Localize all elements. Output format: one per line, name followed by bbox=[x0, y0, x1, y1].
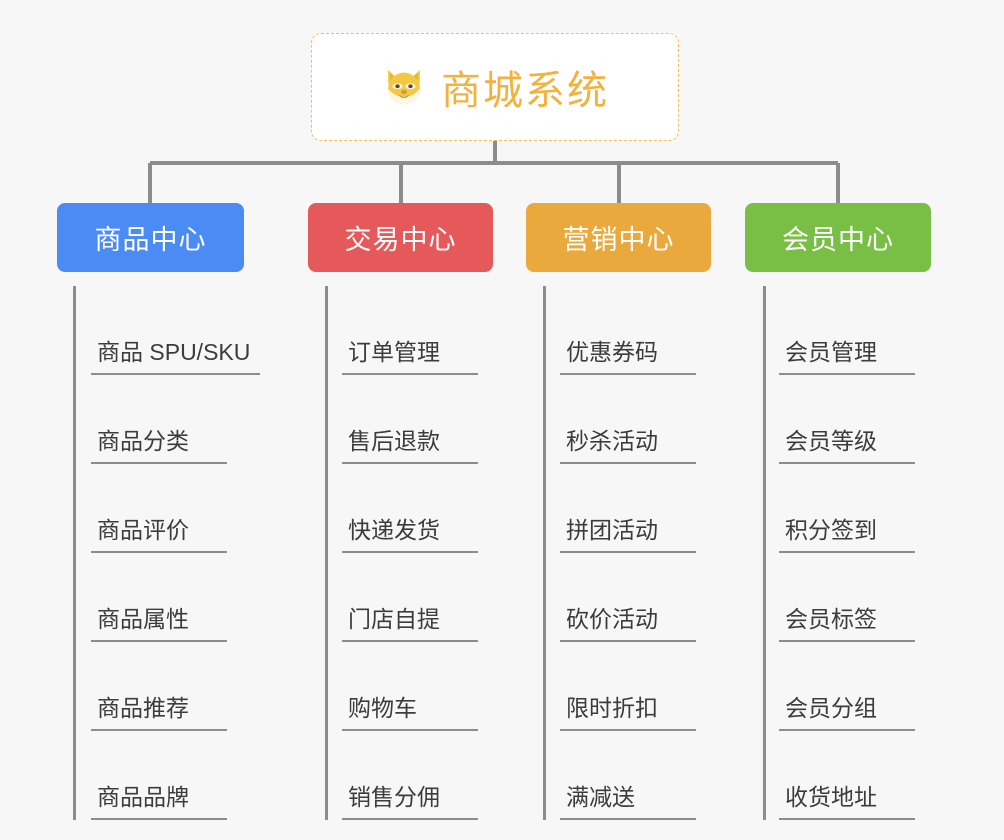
branch-header-label: 会员中心 bbox=[782, 225, 894, 255]
leaf-label: 秒杀活动 bbox=[560, 422, 696, 464]
leaf-item[interactable]: 优惠券码 bbox=[526, 286, 711, 375]
leaf-item[interactable]: 拼团活动 bbox=[526, 464, 711, 553]
leaf-label: 销售分佣 bbox=[342, 778, 478, 820]
leaf-label: 商品属性 bbox=[91, 600, 227, 642]
leaf-item[interactable]: 砍价活动 bbox=[526, 553, 711, 642]
root-title: 商城系统 bbox=[441, 69, 609, 113]
leaf-label: 商品品牌 bbox=[91, 778, 227, 820]
leaf-label: 购物车 bbox=[342, 689, 478, 731]
leaf-item[interactable]: 积分签到 bbox=[745, 464, 931, 553]
leaf-label: 会员等级 bbox=[779, 422, 915, 464]
leaf-item[interactable]: 会员标签 bbox=[745, 553, 931, 642]
leaf-item[interactable]: 快递发货 bbox=[308, 464, 493, 553]
shiba-dog-face-icon bbox=[381, 64, 427, 110]
leaf-item[interactable]: 满减送 bbox=[526, 731, 711, 820]
leaf-label: 限时折扣 bbox=[560, 689, 696, 731]
leaf-item[interactable]: 订单管理 bbox=[308, 286, 493, 375]
leaf-label: 会员分组 bbox=[779, 689, 915, 731]
branch-header-label: 营销中心 bbox=[562, 225, 675, 255]
leaf-label: 商品推荐 bbox=[91, 689, 227, 731]
leaf-item[interactable]: 销售分佣 bbox=[308, 731, 493, 820]
leaf-label: 商品评价 bbox=[91, 511, 227, 553]
leaf-item[interactable]: 收货地址 bbox=[745, 731, 931, 820]
leaf-label: 商品分类 bbox=[91, 422, 227, 464]
branch-spine-1 bbox=[325, 286, 328, 820]
leaf-item[interactable]: 会员等级 bbox=[745, 375, 931, 464]
leaf-label: 会员标签 bbox=[779, 600, 915, 642]
branch-body-0: 商品 SPU/SKU 商品分类 商品评价 商品属性 商品推荐 商品品牌 bbox=[57, 286, 261, 820]
leaf-label: 会员管理 bbox=[779, 333, 915, 375]
leaf-item[interactable]: 商品 SPU/SKU bbox=[57, 286, 261, 375]
branch-column-会员中心: 会员中心 会员管理 会员等级 积分签到 会员标签 会员分组 收货地址 bbox=[745, 203, 931, 820]
leaf-item[interactable]: 会员分组 bbox=[745, 642, 931, 731]
leaf-item[interactable]: 商品属性 bbox=[57, 553, 260, 642]
leaf-label: 订单管理 bbox=[342, 333, 478, 375]
leaf-label: 优惠券码 bbox=[560, 333, 696, 375]
leaf-item[interactable]: 秒杀活动 bbox=[526, 375, 711, 464]
leaf-label: 砍价活动 bbox=[560, 600, 696, 642]
branch-column-营销中心: 营销中心 优惠券码 秒杀活动 拼团活动 砍价活动 限时折扣 满减送 bbox=[526, 203, 711, 820]
leaf-item[interactable]: 商品分类 bbox=[57, 375, 260, 464]
leaf-item[interactable]: 售后退款 bbox=[308, 375, 493, 464]
branch-header-3[interactable]: 会员中心 bbox=[745, 203, 931, 272]
branch-header-label: 交易中心 bbox=[344, 225, 457, 255]
branch-column-商品中心: 商品中心 商品 SPU/SKU 商品分类 商品评价 商品属性 商品推荐 商品品牌 bbox=[57, 203, 261, 820]
branch-header-label: 商品中心 bbox=[94, 225, 207, 255]
branch-header-2[interactable]: 营销中心 bbox=[526, 203, 711, 272]
leaf-item[interactable]: 会员管理 bbox=[745, 286, 931, 375]
leaf-item[interactable]: 商品评价 bbox=[57, 464, 260, 553]
root-node[interactable]: 商城系统 bbox=[311, 33, 679, 141]
leaf-item[interactable]: 购物车 bbox=[308, 642, 493, 731]
branch-spine-2 bbox=[543, 286, 546, 820]
leaf-item[interactable]: 商品推荐 bbox=[57, 642, 260, 731]
leaf-label: 收货地址 bbox=[779, 778, 915, 820]
leaf-label: 拼团活动 bbox=[560, 511, 696, 553]
branch-spine-0 bbox=[73, 286, 76, 820]
branch-body-1: 订单管理 售后退款 快递发货 门店自提 购物车 销售分佣 bbox=[308, 286, 493, 820]
branch-spine-3 bbox=[763, 286, 766, 820]
leaf-label: 满减送 bbox=[560, 778, 696, 820]
branch-body-2: 优惠券码 秒杀活动 拼团活动 砍价活动 限时折扣 满减送 bbox=[526, 286, 711, 820]
branch-body-3: 会员管理 会员等级 积分签到 会员标签 会员分组 收货地址 bbox=[745, 286, 931, 820]
leaf-item[interactable]: 门店自提 bbox=[308, 553, 493, 642]
leaf-label: 快递发货 bbox=[342, 511, 478, 553]
branch-header-0[interactable]: 商品中心 bbox=[57, 203, 244, 272]
branch-header-1[interactable]: 交易中心 bbox=[308, 203, 493, 272]
leaf-label: 售后退款 bbox=[342, 422, 478, 464]
leaf-item[interactable]: 限时折扣 bbox=[526, 642, 711, 731]
branch-column-交易中心: 交易中心 订单管理 售后退款 快递发货 门店自提 购物车 销售分佣 bbox=[308, 203, 493, 820]
leaf-label: 商品 SPU/SKU bbox=[91, 333, 261, 375]
leaf-item[interactable]: 商品品牌 bbox=[57, 731, 260, 820]
leaf-label: 积分签到 bbox=[779, 511, 915, 553]
leaf-label: 门店自提 bbox=[342, 600, 478, 642]
